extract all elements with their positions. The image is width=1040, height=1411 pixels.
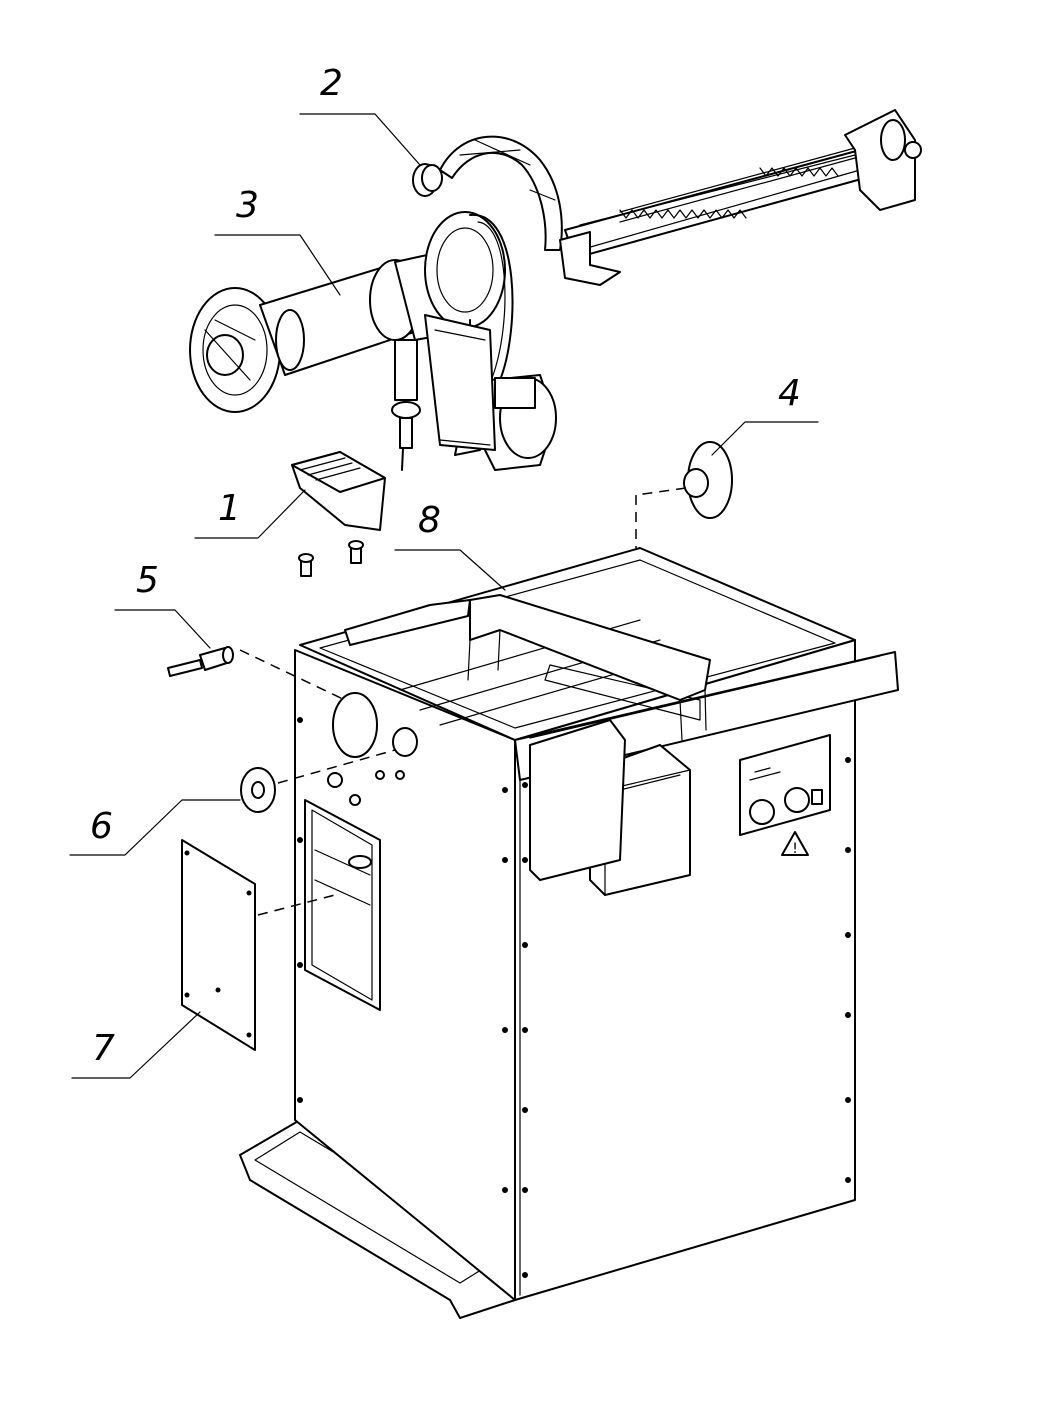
part-6-washer <box>240 749 396 813</box>
warning-triangle-icon: ! <box>781 831 809 857</box>
svg-text:!: ! <box>792 841 798 857</box>
front-panel-rivets <box>297 717 851 1278</box>
callout-6: 6 <box>90 806 113 847</box>
callout-7: 7 <box>92 1028 115 1069</box>
part-7-panel <box>181 839 336 1051</box>
part-5-bolt <box>167 646 346 701</box>
callout-4: 4 <box>778 373 801 414</box>
callout-5: 5 <box>136 560 159 601</box>
cabinet-body: ! <box>239 547 899 1319</box>
callout-3: 3 <box>236 185 259 226</box>
main-shaft-assembly <box>189 211 557 471</box>
callout-1: 1 <box>218 488 241 529</box>
callout-leaders <box>69 113 819 1079</box>
callout-8: 8 <box>418 500 441 541</box>
arc-arm-assembly <box>412 109 922 286</box>
part-1-cover <box>291 451 386 577</box>
callout-2: 2 <box>320 63 343 104</box>
callout-labels: 1 2 3 4 5 6 7 8 <box>90 63 801 1069</box>
part-4-cap <box>635 441 733 548</box>
